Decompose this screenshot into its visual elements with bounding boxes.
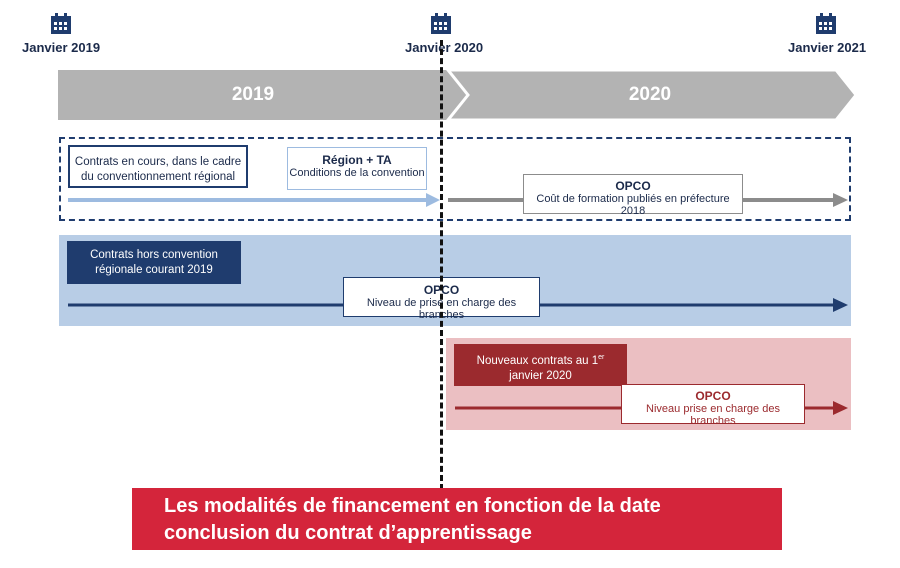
region-ta-title: Région + TA (322, 153, 392, 167)
row1-label-box: Contrats en cours, dans le cadre du conv… (68, 145, 248, 188)
row1-opco-title: OPCO (615, 179, 651, 193)
calendar-icon (431, 13, 451, 34)
row3-label-line1: Nouveaux contrats au 1 (476, 354, 599, 367)
footer-banner: Les modalités de financement en fonction… (132, 488, 782, 550)
date-label-2021: Janvier 2021 (788, 40, 867, 55)
footer-line2: conclusion du contrat d’apprentissage (164, 522, 532, 544)
row3-label-line2: janvier 2020 (509, 369, 572, 382)
year-label-2020: 2020 (628, 84, 672, 105)
calendar-icon (51, 13, 71, 34)
calendar-icon (816, 13, 836, 34)
date-label-2020: Janvier 2020 (405, 40, 484, 55)
banner-2020-shape (446, 70, 858, 120)
year-label-2019: 2019 (231, 84, 275, 105)
row1-frame (59, 137, 851, 221)
row3-label-sup: er (598, 354, 605, 361)
row2-label-box: Contrats hors convention régionale coura… (67, 241, 241, 284)
date-label-2019: Janvier 2019 (22, 40, 101, 55)
row1-label-line2: du conventionnement régional (80, 171, 236, 183)
region-ta-box: Région + TA Conditions de la convention (287, 147, 427, 190)
row3-opco-box: OPCO Niveau prise en charge des branches (621, 384, 805, 427)
row1-label-line1: Contrats en cours, dans le cadre (74, 156, 242, 168)
row3-label-box: Nouveaux contrats au 1er janvier 2020 (454, 344, 627, 386)
row1-opco-box: OPCO Coût de formation publiés en préfec… (523, 174, 743, 217)
row2-label-line1: Contrats hors convention (90, 249, 218, 261)
footer-line1: Les modalités de financement en fonction… (164, 495, 661, 517)
row3-opco-subtitle: Niveau prise en charge des branches (646, 403, 780, 427)
row3-opco-title: OPCO (695, 389, 731, 403)
year-banners (58, 70, 858, 120)
banner-2019-shape (58, 70, 468, 120)
row1-opco-subtitle: Coût de formation publiés en préfecture … (536, 193, 730, 217)
region-ta-subtitle: Conditions de la convention (289, 167, 425, 179)
row2-label-line2: régionale courant 2019 (95, 264, 213, 276)
january-2020-divider (440, 40, 443, 490)
